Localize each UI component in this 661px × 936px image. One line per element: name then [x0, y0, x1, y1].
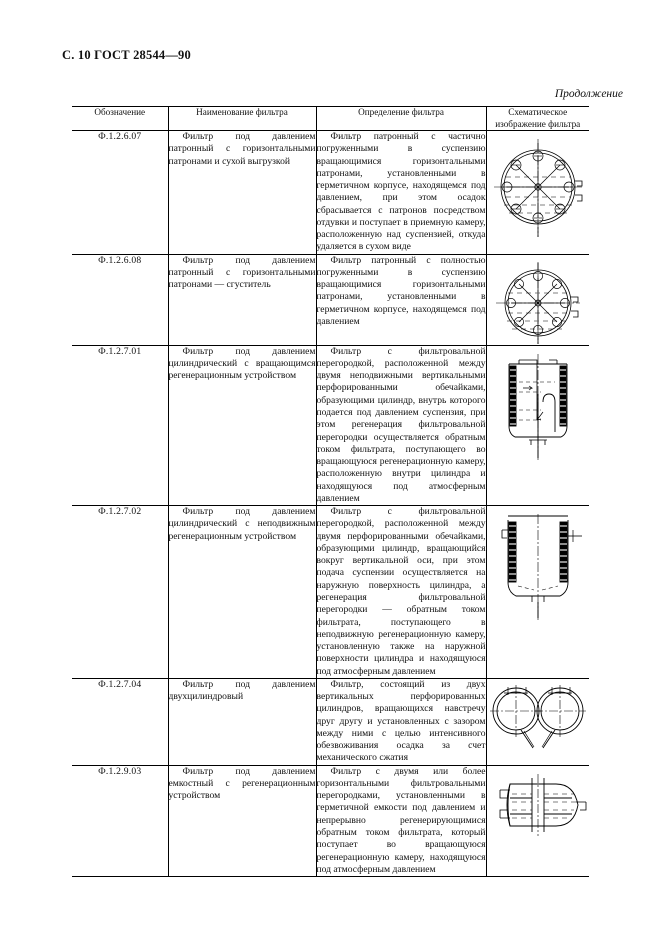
cell-name: Фильтр под давлением патронный с горизон…: [168, 254, 317, 346]
table-row: Ф.1.2.6.08 Фильтр под давлением патронны…: [72, 254, 589, 346]
vertical-cylinder-fixed-regenerator-diagram: [487, 506, 590, 622]
cartridge-filter-radial-arms-diagram: [487, 131, 590, 241]
cell-schematic: [486, 254, 589, 345]
twin-cylinder-press-filter-diagram: [487, 679, 590, 755]
cell-designation: Ф.1.2.9.03: [72, 765, 169, 877]
cell-schematic: [486, 765, 589, 876]
cell-name: Фильтр под давлением патронный с горизон…: [168, 130, 317, 255]
cell-designation: Ф.1.2.7.02: [72, 505, 169, 679]
cell-definition: Фильтр патронный с полностью погруженным…: [316, 254, 487, 346]
horizontal-vessel-regenerator-diagram: [487, 766, 590, 838]
cell-definition: Фильтр с фильтровальной перегородкой, ра…: [316, 345, 487, 506]
cell-designation: Ф.1.2.7.01: [72, 345, 169, 506]
continuation-label: Продолжение: [554, 88, 623, 100]
page-header-text: С. 10 ГОСТ 28544—90: [62, 48, 191, 62]
cell-name: Фильтр под давлением двухцилиндровый: [168, 678, 317, 766]
cell-definition: Фильтр с фильтровальной перегородкой, ра…: [316, 505, 487, 679]
cell-name: Фильтр под давлением цилиндрический с вр…: [168, 345, 317, 506]
cell-designation: Ф.1.2.6.07: [72, 130, 169, 255]
cell-schematic: [486, 345, 589, 505]
cell-definition: Фильтр с двумя или более горизонтальными…: [316, 765, 487, 877]
cell-name: Фильтр под давлением цилиндрический с не…: [168, 505, 317, 679]
vertical-cylinder-rotating-regenerator-diagram: [487, 346, 590, 462]
column-header-name: Наименование фильтра: [168, 106, 317, 131]
table-head: Обозначение Наименование фильтра Определ…: [72, 106, 589, 131]
column-header-designation: Обозначение: [72, 106, 169, 131]
filters-table-wrapper: Обозначение Наименование фильтра Определ…: [72, 106, 589, 877]
page-header: С. 10 ГОСТ 28544—90: [62, 48, 191, 63]
cell-schematic: [486, 678, 589, 765]
column-header-definition: Определение фильтра: [316, 106, 487, 131]
cell-designation: Ф.1.2.6.08: [72, 254, 169, 346]
table-body: Ф.1.2.6.07 Фильтр под давлением патронны…: [72, 130, 589, 877]
cartridge-thickener-radial-arms-diagram: [487, 255, 590, 345]
column-header-schematic: Схематическое изображение фильтра: [495, 107, 581, 129]
cell-name: Фильтр под давлением емкостный с регенер…: [168, 765, 317, 877]
table-row: Ф.1.2.7.01 Фильтр под давлением цилиндри…: [72, 345, 589, 506]
cell-definition: Фильтр патронный с частично погруженными…: [316, 130, 487, 255]
table-row: Ф.1.2.6.07 Фильтр под давлением патронны…: [72, 130, 589, 255]
cell-designation: Ф.1.2.7.04: [72, 678, 169, 766]
cell-schematic: [486, 506, 589, 679]
table-row: Ф.1.2.7.04 Фильтр под давлением двухцили…: [72, 678, 589, 766]
cell-definition: Фильтр, состоящий из двух вертикальных п…: [316, 678, 487, 766]
table-row: Ф.1.2.9.03 Фильтр под давлением емкостны…: [72, 765, 589, 877]
filters-table: Обозначение Наименование фильтра Определ…: [72, 106, 589, 877]
table-header-row: Обозначение Наименование фильтра Определ…: [72, 106, 589, 131]
table-row: Ф.1.2.7.02 Фильтр под давлением цилиндри…: [72, 505, 589, 679]
cell-schematic: [486, 131, 589, 255]
